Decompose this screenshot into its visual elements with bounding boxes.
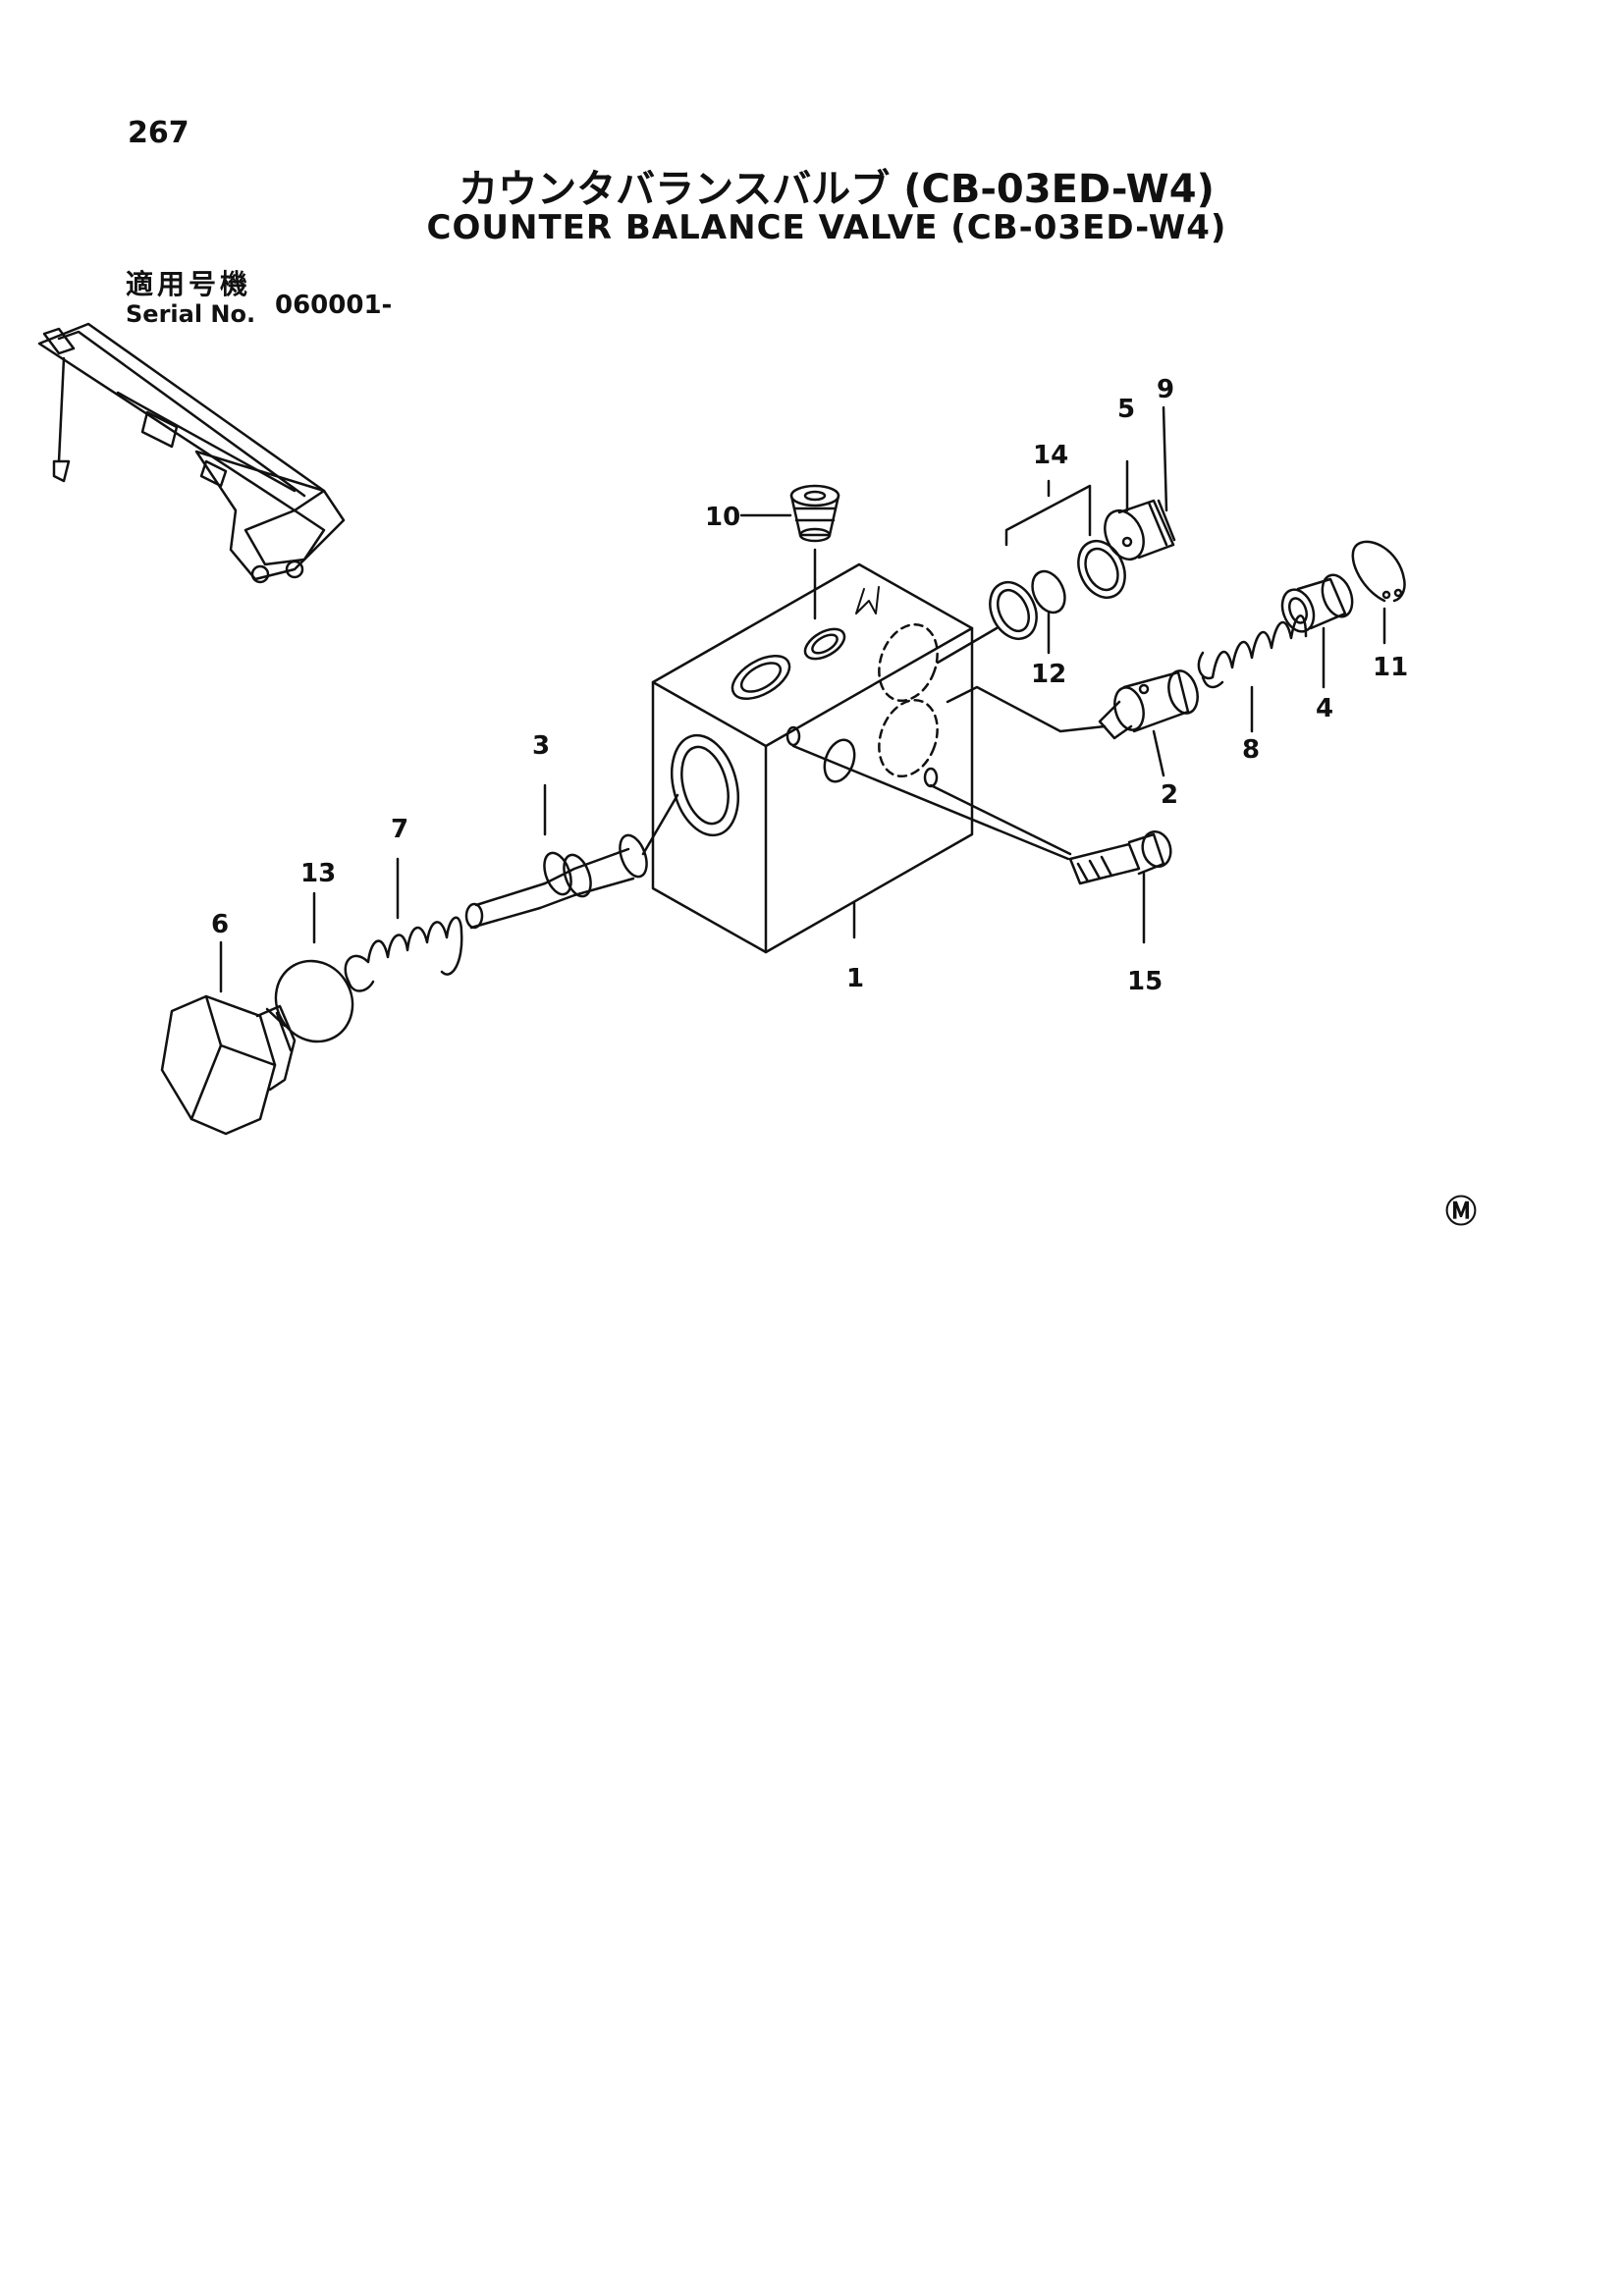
page-number: 267 <box>128 116 189 150</box>
hex-plug-part-6 <box>160 940 297 1136</box>
o-ring-part-13 <box>274 891 354 1043</box>
label-part-13: 13 <box>300 859 336 888</box>
poppet-part-2 <box>1098 669 1199 777</box>
crane-thumbnail <box>37 322 346 584</box>
label-part-1: 1 <box>846 964 864 993</box>
label-part-12: 12 <box>1031 660 1066 689</box>
label-part-14: 14 <box>1033 441 1068 470</box>
serial-value: 060001- <box>275 291 393 320</box>
label-part-7: 7 <box>391 815 408 844</box>
label-part-11: 11 <box>1373 653 1408 682</box>
bolt-part-15 <box>791 744 1172 944</box>
valve-body-block <box>651 562 974 954</box>
title-english: COUNTER BALANCE VALVE (CB-03ED-W4) <box>426 208 1227 247</box>
m-mark: Ⓜ <box>1445 1193 1477 1230</box>
check-cap-part-5 <box>1104 405 1176 561</box>
title-japanese: カウンタバランスバルブ (CB-03ED-W4) <box>459 167 1215 212</box>
serial-label-english: Serial No. <box>126 300 256 328</box>
label-part-9: 9 <box>1157 375 1174 404</box>
label-part-3: 3 <box>532 731 550 761</box>
label-part-8: 8 <box>1242 735 1260 765</box>
label-part-2: 2 <box>1161 780 1178 810</box>
label-part-10: 10 <box>705 503 740 532</box>
seal-kit-part-14 <box>989 479 1126 640</box>
bushing-part-4 <box>1280 573 1354 689</box>
snap-ring-part-11 <box>1351 540 1406 645</box>
label-part-15: 15 <box>1127 967 1163 996</box>
label-part-6: 6 <box>211 910 229 939</box>
label-part-5: 5 <box>1117 395 1135 424</box>
spool-part-3 <box>464 783 679 930</box>
plug-part-10 <box>789 484 840 620</box>
spring-part-7 <box>344 857 463 992</box>
spring-part-8 <box>1197 614 1308 733</box>
serial-label-japanese: 適用号機 <box>126 268 252 300</box>
label-part-4: 4 <box>1316 694 1333 723</box>
